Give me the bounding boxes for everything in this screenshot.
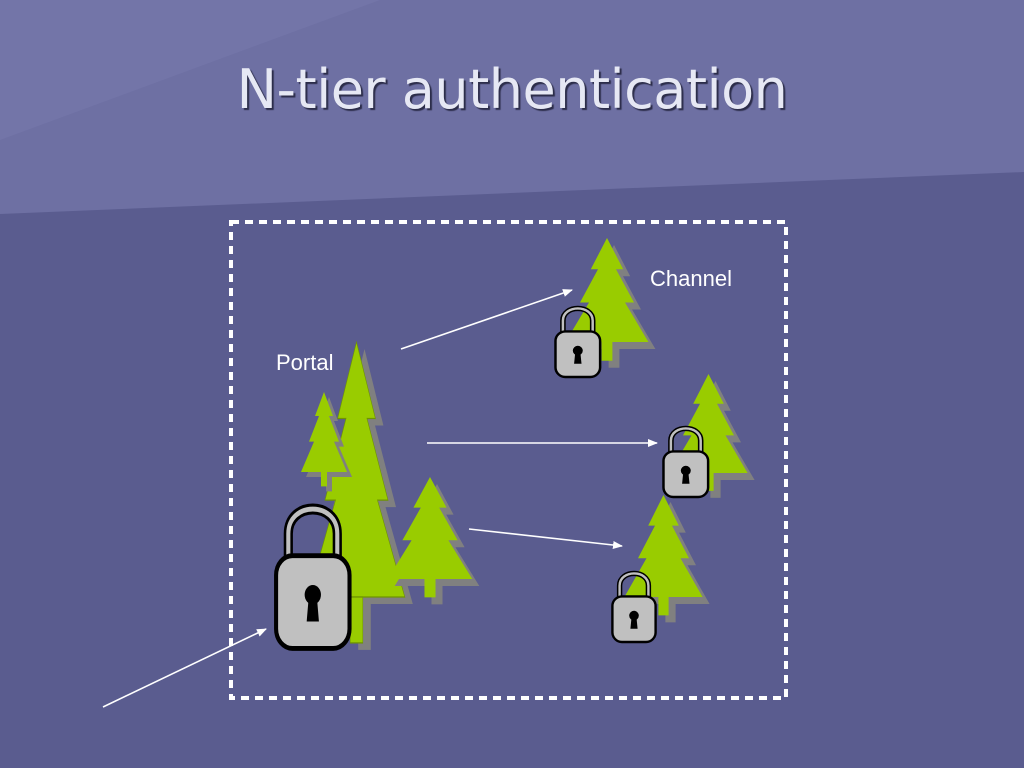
title-band-highlight	[0, 0, 380, 140]
system-boundary	[229, 220, 788, 700]
title-band	[0, 0, 1024, 214]
arrow-to-portal-icon	[102, 628, 267, 708]
portal-label: Portal	[276, 350, 334, 375]
slide-title: N-tier authentication	[236, 58, 788, 121]
arrow-to-channel-top-icon	[400, 289, 573, 350]
channel-lock-middle-icon	[663, 428, 708, 497]
portal-lock-icon	[276, 509, 349, 648]
portal-front-tree-icon	[387, 477, 480, 605]
arrow-to-channel-bottom-icon	[468, 528, 623, 549]
channel-label: Channel	[650, 266, 732, 291]
channel-lock-top-icon	[555, 308, 600, 377]
